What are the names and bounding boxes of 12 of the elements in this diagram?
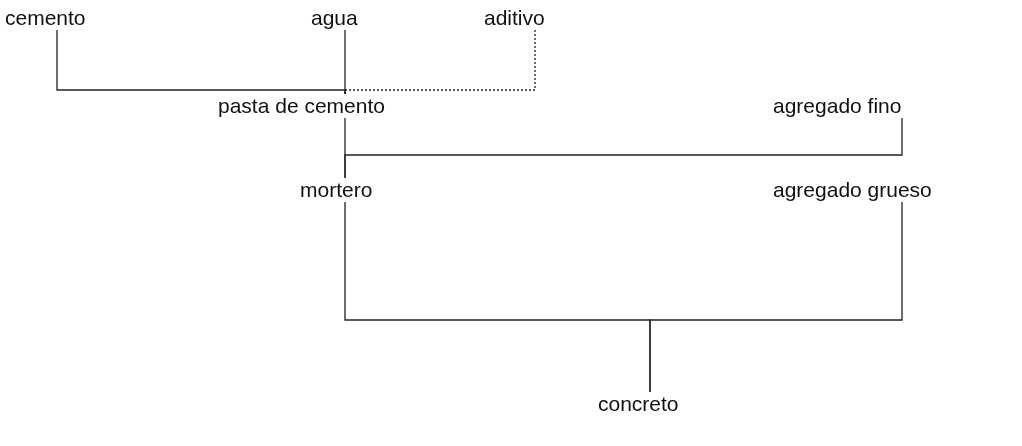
node-label: pasta de cemento — [218, 94, 385, 118]
connector-line — [344, 117, 903, 179]
node-label: cemento — [5, 6, 86, 30]
connector-line — [344, 29, 346, 95]
node-label: concreto — [598, 392, 679, 416]
connector-line — [344, 29, 536, 95]
node-label: aditivo — [484, 6, 545, 30]
node-label: agregado fino — [773, 94, 902, 118]
node-label: mortero — [300, 178, 373, 202]
node-label: agua — [311, 6, 358, 30]
node-label: agregado grueso — [773, 178, 932, 202]
connector-line — [649, 201, 903, 393]
